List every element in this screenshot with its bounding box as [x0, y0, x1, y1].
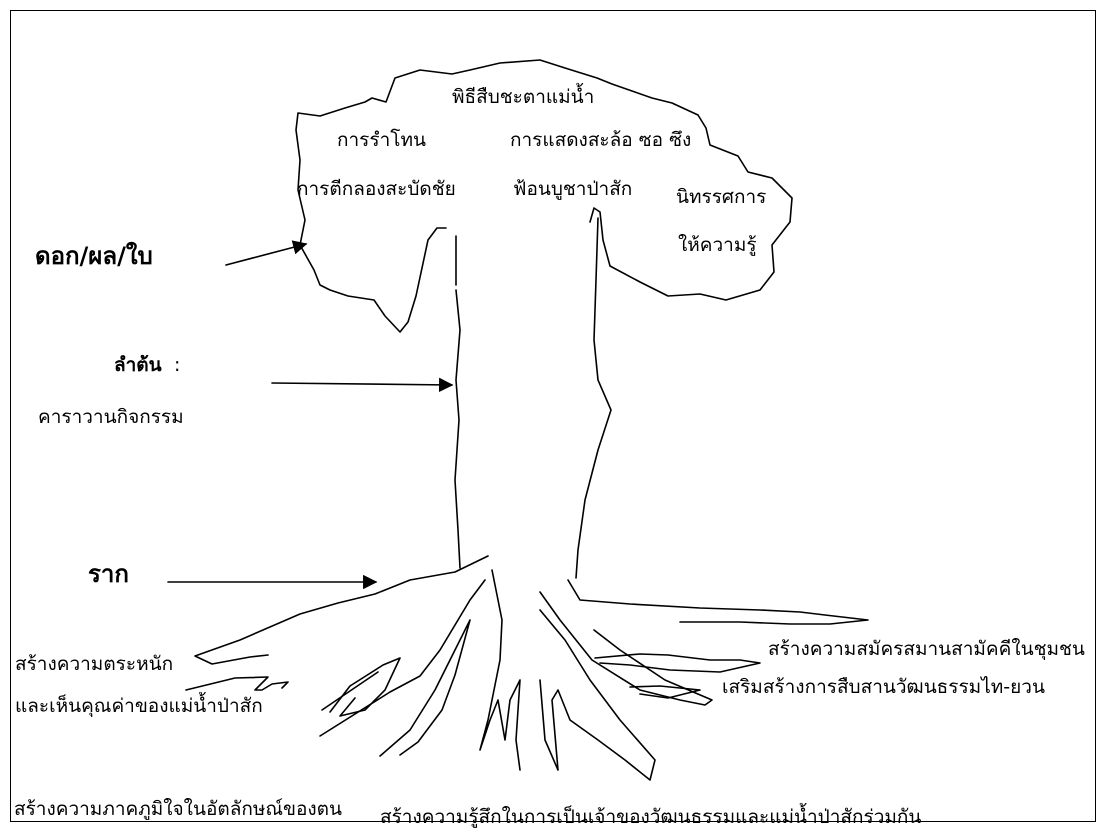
canopy-item-exhibition: นิทรรศการ — [676, 186, 767, 208]
canopy-item-dance: ฟ้อนบูชาป่าสัก — [513, 178, 633, 200]
label-trunk-sub: คาราวานกิจกรรม — [38, 406, 184, 428]
root-left-3 — [321, 671, 379, 711]
root-text-left-2: และเห็นคุณค่าของแม่น้ำป่าสัก — [15, 695, 263, 717]
root-left-4 — [329, 657, 401, 717]
label-root: ราก — [88, 560, 129, 588]
root-text-right-2: เสริมสร้างการสืบสานวัฒนธรรมไท-ยวน — [722, 676, 1045, 698]
root-text-right-1: สร้างความสมัครสมานสามัคคีในชุมชน — [768, 638, 1085, 660]
arrow-flower — [225, 240, 308, 266]
canopy-title: พิธีสืบชะตาแม่น้ำ — [452, 86, 595, 108]
canopy-item-ramthon: การรำโทน — [337, 129, 426, 151]
root-main-left — [194, 555, 489, 665]
canopy-item-salo: การแสดงสะล้อ ซอ ซึง — [510, 129, 692, 151]
root-center-2 — [479, 569, 521, 771]
label-trunk: ลำต้น — [114, 354, 162, 376]
canopy-item-knowledge: ให้ความรู้ — [678, 234, 757, 256]
arrow-trunk — [271, 377, 454, 393]
root-center-3 — [539, 609, 656, 781]
root-right-2 — [594, 653, 761, 673]
root-right-3 — [629, 685, 701, 699]
trunk-right — [575, 217, 612, 579]
canopy-left-edge — [299, 227, 447, 333]
root-left-2 — [185, 676, 289, 691]
root-center-1 — [379, 619, 471, 757]
root-text-bottom-left: สร้างความภาคภูมิใจในอัตลักษณ์ของตน — [14, 798, 343, 820]
root-right-1 — [539, 591, 713, 706]
canopy-item-drum: การตีกลองสะบัดชัย — [297, 178, 456, 200]
root-left-5 — [319, 579, 486, 737]
diagram-frame — [10, 10, 1096, 822]
root-text-left-1: สร้างความตระหนัก — [15, 653, 174, 675]
root-right-main — [567, 579, 869, 625]
trunk-left — [454, 289, 461, 569]
root-text-bottom-center: สร้างความรู้สึกในการเป็นเจ้าของวัฒนธรรมแ… — [380, 806, 922, 828]
canopy-outline — [295, 59, 793, 301]
label-flower: ดอก/ผล/ใบ — [35, 242, 153, 270]
label-trunk-colon: : — [174, 354, 181, 376]
